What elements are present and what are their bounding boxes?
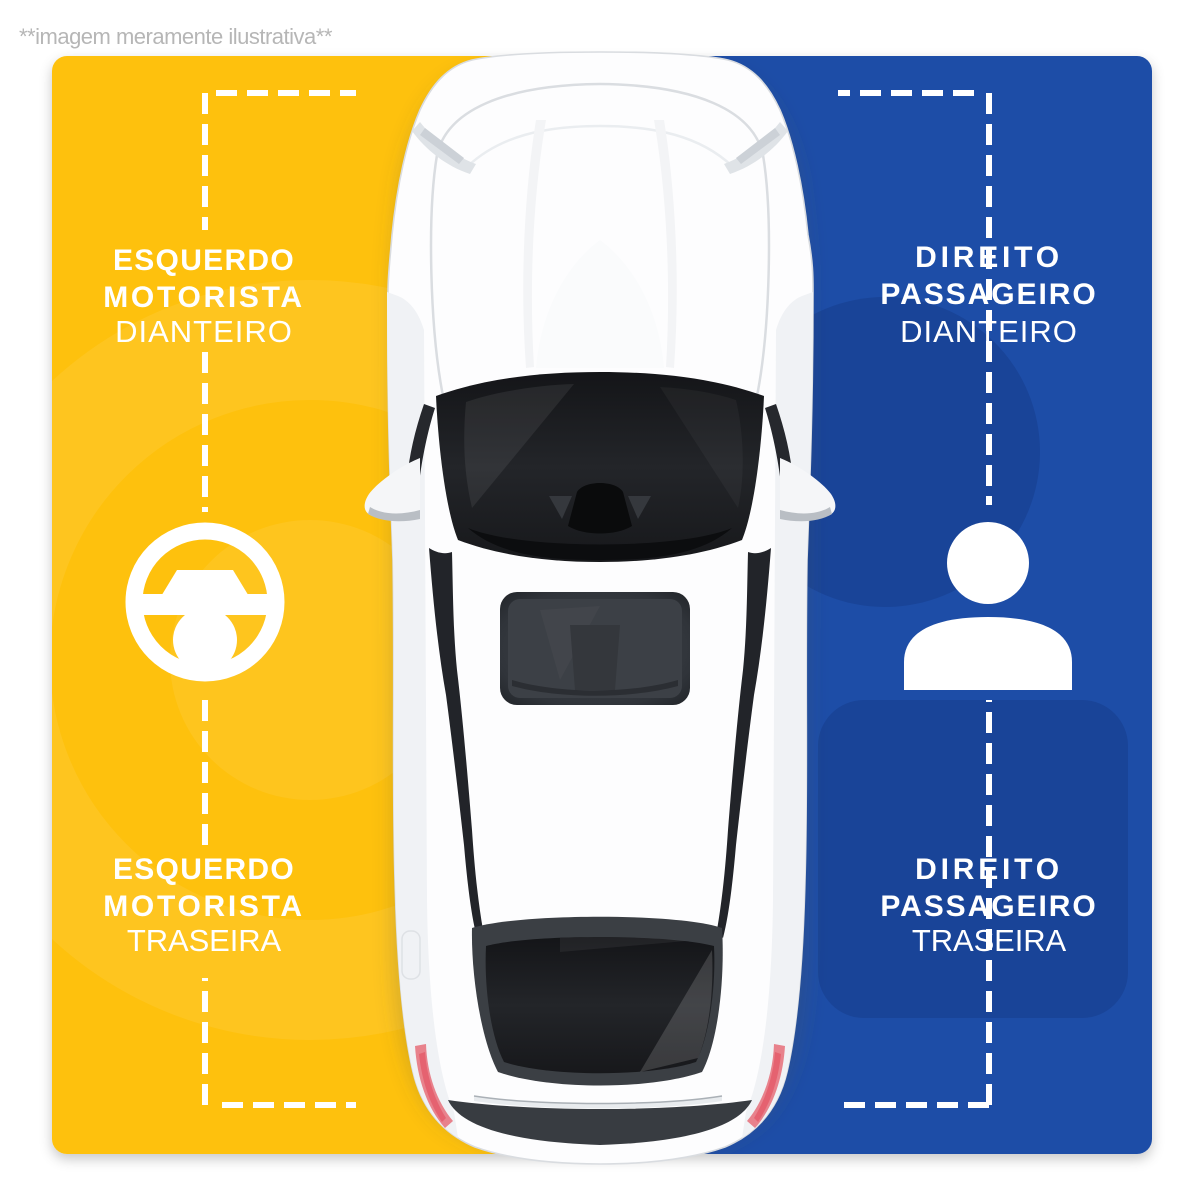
svg-text:DIANTEIRO: DIANTEIRO: [900, 314, 1078, 349]
svg-text:PASSAGEIRO: PASSAGEIRO: [880, 890, 1097, 923]
svg-text:DIREITO: DIREITO: [915, 241, 1063, 274]
svg-text:DIANTEIRO: DIANTEIRO: [115, 314, 293, 349]
svg-text:DIREITO: DIREITO: [915, 853, 1063, 886]
svg-text:MOTORISTA: MOTORISTA: [103, 890, 305, 923]
svg-text:MOTORISTA: MOTORISTA: [103, 281, 305, 314]
svg-text:PASSAGEIRO: PASSAGEIRO: [880, 278, 1097, 311]
svg-text:ESQUERDO: ESQUERDO: [113, 244, 295, 277]
svg-text:TRASEIRA: TRASEIRA: [127, 923, 282, 958]
svg-text:ESQUERDO: ESQUERDO: [113, 853, 295, 886]
svg-text:TRASEIRA: TRASEIRA: [912, 923, 1067, 958]
